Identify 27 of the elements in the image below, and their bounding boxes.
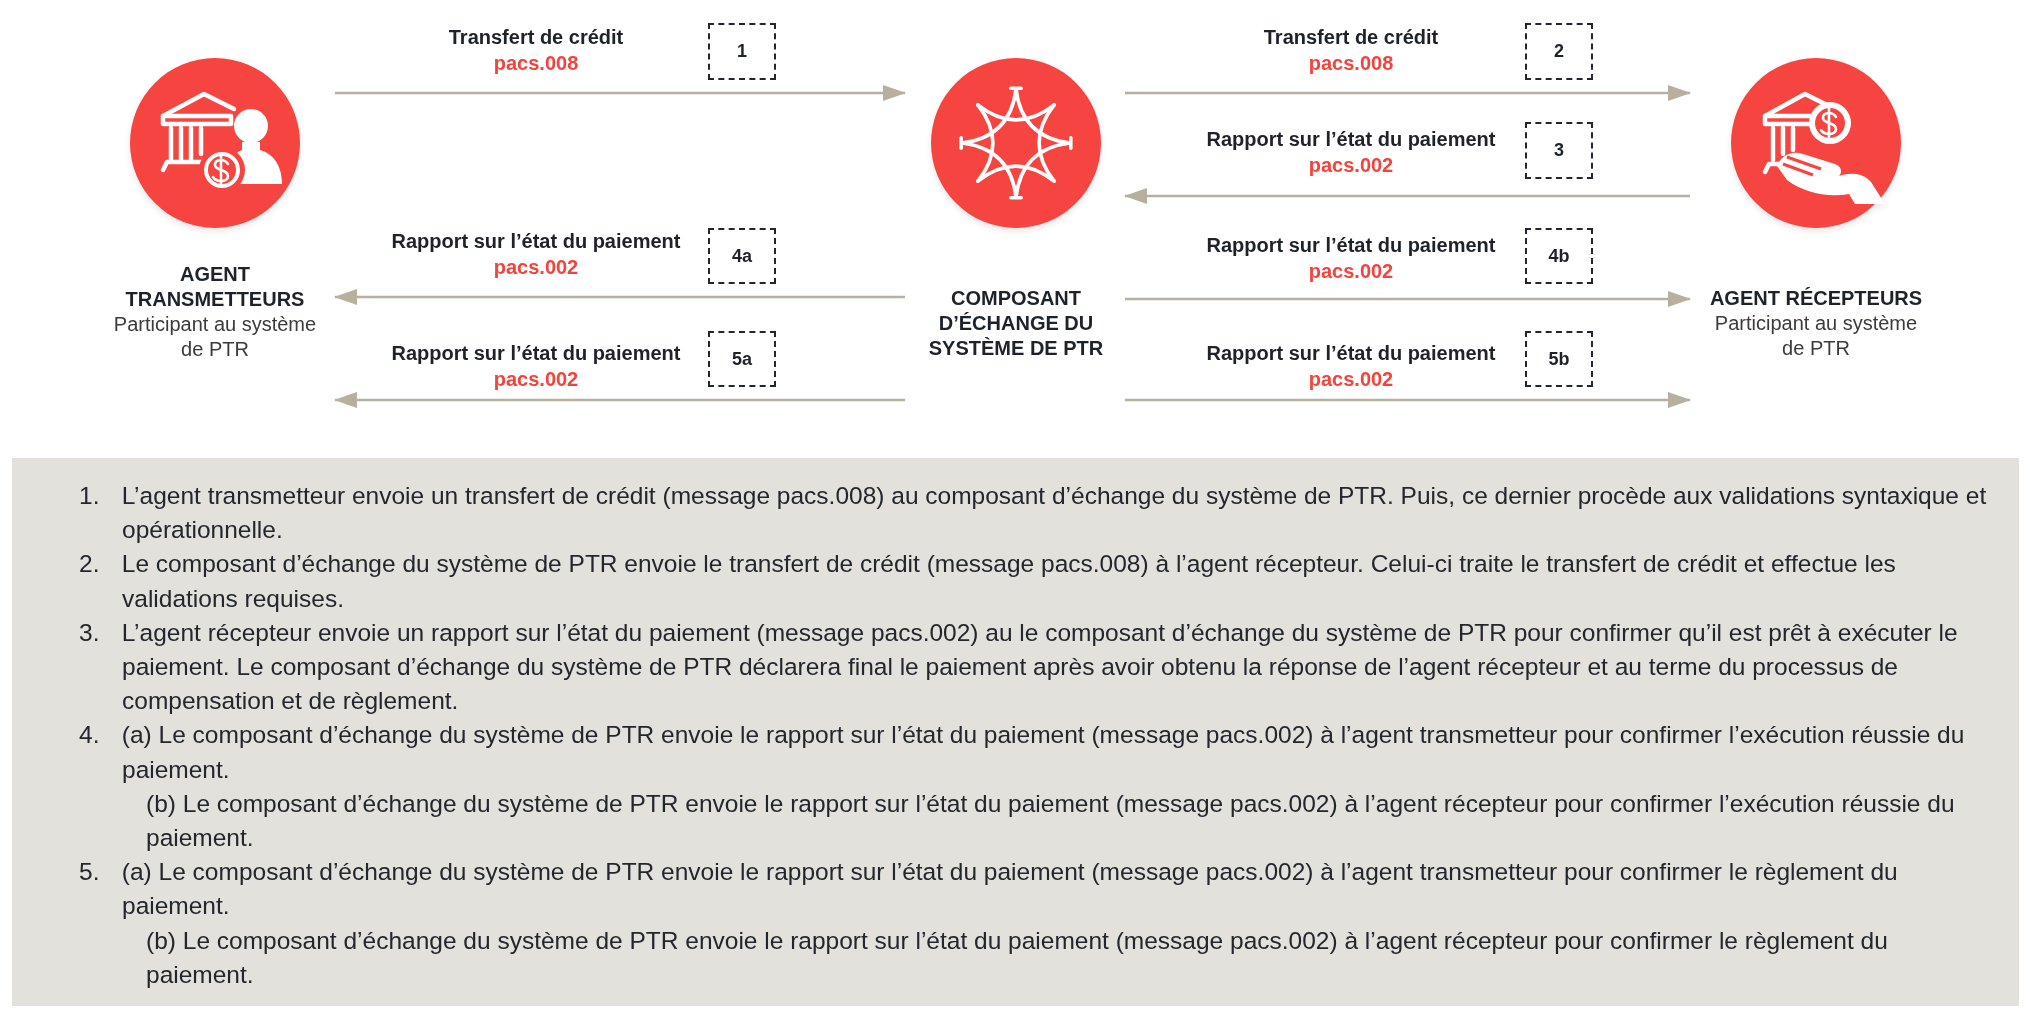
step-description: 2. Le composant d’échange du système de PTR envoie le transfert de crédit (message pacs.008) à l’agent récepteur. Celui-ci traite le transfert de crédit et effectue les validations requises.: [79, 549, 1897, 614]
actor-role: Participant au système de PTR: [112, 312, 318, 362]
arrow: [334, 392, 905, 408]
arrow: [334, 289, 905, 305]
arrow: [1125, 392, 1691, 408]
actor-role: Participant au système de PTR: [1713, 311, 1919, 361]
step-number-box: 5a: [708, 331, 776, 387]
step-number-box: 5b: [1525, 331, 1593, 387]
step-number-box: 3: [1525, 122, 1593, 179]
actor-name: COMPOSANT D’ÉCHANGE DU SYSTÈME DE PTR: [927, 286, 1105, 361]
step-description: 5. (a) Le composant d’échange du système de PTR envoie le rapport sur l’état du paiement (message pacs.002) à l’agent transmetteur pour confirmer le règlement du paiement.: [79, 857, 1899, 922]
step-number-box: 4a: [708, 228, 776, 284]
arrow: [335, 85, 906, 101]
step-description: (b) Le composant d’échange du système de PTR envoie le rapport sur l’état du paiement (message pacs.002) à l’agent récepteur pour confirmer l’exécution réussie du paiement.: [146, 788, 1956, 854]
step-number-box: 2: [1525, 23, 1593, 80]
notes-panel: [12, 458, 2019, 1006]
step-number-box: 1: [708, 23, 776, 80]
arrow: [1125, 85, 1691, 101]
step-description: 3. L’agent récepteur envoie un rapport sur l’état du paiement (message pacs.002) au le composant d’échange du système de PTR pour confirmer qu’il est prêt à exécuter le paiement. Le composant d’échange du système de PTR déclarera final le paiement après avoir obtenu la réponse de l’agent récepteur et au terme du processus de compensation et de règlement.: [79, 617, 1959, 717]
step-description: 1. L’agent transmetteur envoie un transfert de crédit (message pacs.008) au composant d’échange du système de PTR. Puis, ce dernier procède aux validations syntaxique et opérationnelle.: [79, 481, 1988, 546]
step-description: (b) Le composant d’échange du système de PTR envoie le rapport sur l’état du paiement (message pacs.002) à l’agent récepteur pour confirmer le règlement du paiement.: [146, 925, 1889, 990]
arrow: [1124, 188, 1690, 204]
step-number-box: 4b: [1525, 228, 1593, 284]
actor-name: AGENT TRANSMETTEURS: [124, 262, 306, 312]
arrow: [1125, 291, 1691, 307]
actor-name: AGENT RÉCEPTEURS: [1709, 286, 1923, 311]
step-description: 4. (a) Le composant d’échange du système de PTR envoie le rapport sur l’état du paiement (message pacs.002) à l’agent transmetteur pour confirmer l’exécution réussie du paiement.: [79, 720, 1966, 785]
